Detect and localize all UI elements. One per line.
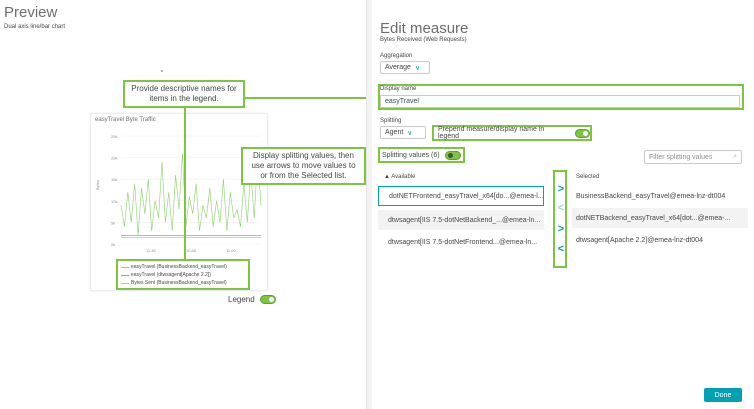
preview-title: Preview	[4, 4, 58, 21]
aggregation-select[interactable]: Average ∨	[380, 61, 430, 74]
chart-title: easyTravel Byte Traffic	[95, 117, 156, 123]
prepend-label: Prepend measure/display name in legend	[438, 126, 545, 140]
edit-title: Edit measure	[380, 20, 469, 37]
splitting-values-label: Splitting values (6)	[382, 151, 440, 159]
y-tick-label: 10k	[111, 199, 117, 204]
decorative-dot	[161, 70, 163, 72]
filter-placeholder: Filter splitting values	[649, 153, 713, 161]
selected-item[interactable]: BusinessBackend_easyTravel@emea-lnz-dt00…	[576, 192, 726, 200]
chart-plot: 25k 20k 15k 10k 5k 0k Bytes 11:30 10:45 11:00	[95, 134, 262, 253]
splitting-values-option: Splitting values (6)	[378, 147, 465, 163]
legend-item: Bytes Sent (BusinessBackend_easyTravel)	[121, 279, 245, 287]
toggle-knob	[583, 130, 588, 136]
available-item[interactable]: dtwsagent[IIS 7.5-dotNetFrontend...@emea…	[388, 238, 538, 246]
selected-header: Selected	[576, 174, 600, 180]
legend-label-1: easyTravel (BusinessBackend_easyTravel)	[131, 264, 227, 270]
chart-card: easyTravel Byte Traffic 25k 20k 15k 10k 5k 0k…	[90, 113, 268, 291]
legend-item: easyTravel (BusinessBackend_easyTravel)	[121, 263, 245, 271]
x-tick-label: 11:00	[226, 248, 236, 253]
series-line-1	[120, 153, 262, 236]
legend-swatch	[121, 274, 129, 276]
callout-legend-names: Provide descriptive names for items in t…	[123, 80, 245, 108]
selected-item[interactable]: dtwsagent[Apache 2.2]@emea-lnz-dt004	[576, 236, 703, 244]
filter-splitting-input[interactable]: Filter splitting values ⌕	[644, 150, 742, 164]
aggregation-value: Average	[385, 64, 411, 71]
aggregation-label: Aggregation	[380, 53, 413, 59]
prepend-toggle[interactable]	[574, 128, 590, 138]
legend-toggle-label: Legend	[228, 295, 255, 304]
y-tick-label: 20k	[111, 156, 117, 161]
y-tick-label: 25k	[111, 134, 117, 139]
legend-toggle-row: Legend	[228, 295, 276, 304]
splitting-value: Agent	[385, 129, 404, 136]
splitting-select[interactable]: Agent ∨	[380, 126, 426, 139]
callout-connector	[245, 97, 378, 99]
legend-swatch	[121, 266, 129, 268]
preview-subtitle: Dual axis line/bar chart	[4, 24, 66, 30]
toggle-knob	[447, 152, 453, 158]
display-name-highlight	[378, 84, 744, 110]
pane-divider[interactable]	[366, 0, 372, 409]
legend-toggle[interactable]	[259, 295, 276, 304]
y-tick-label: 5k	[111, 220, 115, 225]
move-left-icon[interactable]: <	[557, 243, 565, 255]
legend-swatch	[121, 282, 129, 284]
y-axis-label: Bytes	[95, 180, 100, 190]
move-left-icon[interactable]: <	[557, 202, 565, 214]
available-item[interactable]: dotNETFrontend_easyTravel_x64[do...@emea…	[378, 186, 544, 206]
done-button[interactable]: Done	[704, 388, 742, 402]
available-item[interactable]: dtwsagent[IIS 7.5-dotNetBackend_...@emea…	[378, 210, 544, 230]
x-tick-label: 11:30	[146, 248, 156, 253]
splitting-values-toggle[interactable]	[444, 150, 461, 160]
display-name-label: Display name	[380, 86, 417, 92]
callout-connector	[184, 107, 186, 259]
toggle-knob	[268, 297, 274, 302]
chevron-down-icon: ∨	[407, 129, 413, 137]
move-arrows-group: > < > <	[553, 170, 567, 268]
chart-legend: easyTravel (BusinessBackend_easyTravel) …	[116, 259, 250, 290]
preview-pane: Preview Dual axis line/bar chart easyTra…	[0, 0, 378, 409]
display-name-input[interactable]: easyTravel	[380, 95, 740, 108]
edit-subtitle: Bytes Received (Web Requests)	[380, 37, 467, 43]
available-header[interactable]: ▲ Available	[384, 174, 416, 180]
chevron-down-icon: ∨	[414, 64, 421, 72]
splitting-label: Splitting	[380, 118, 402, 124]
move-right-icon[interactable]: >	[557, 183, 565, 195]
callout-splitting: Display splitting values, then use arrow…	[241, 147, 366, 185]
legend-label-2: easyTravel (dtwsagent[Apache 2.2])	[131, 272, 211, 278]
y-tick-label: 15k	[111, 177, 117, 182]
legend-label-3: Bytes Sent (BusinessBackend_easyTravel)	[131, 280, 227, 286]
y-tick-label: 0k	[111, 242, 115, 247]
move-right-icon[interactable]: >	[557, 223, 565, 235]
x-tick-label: 10:45	[186, 248, 197, 253]
search-icon: ⌕	[733, 153, 737, 160]
selected-item[interactable]: dotNETBackend_easyTravel_x64[dot...@emea…	[572, 208, 748, 228]
legend-item: easyTravel (dtwsagent[Apache 2.2])	[121, 271, 245, 279]
prepend-option: Prepend measure/display name in legend	[432, 125, 592, 141]
edit-pane: Edit measure Bytes Received (Web Request…	[372, 0, 754, 409]
